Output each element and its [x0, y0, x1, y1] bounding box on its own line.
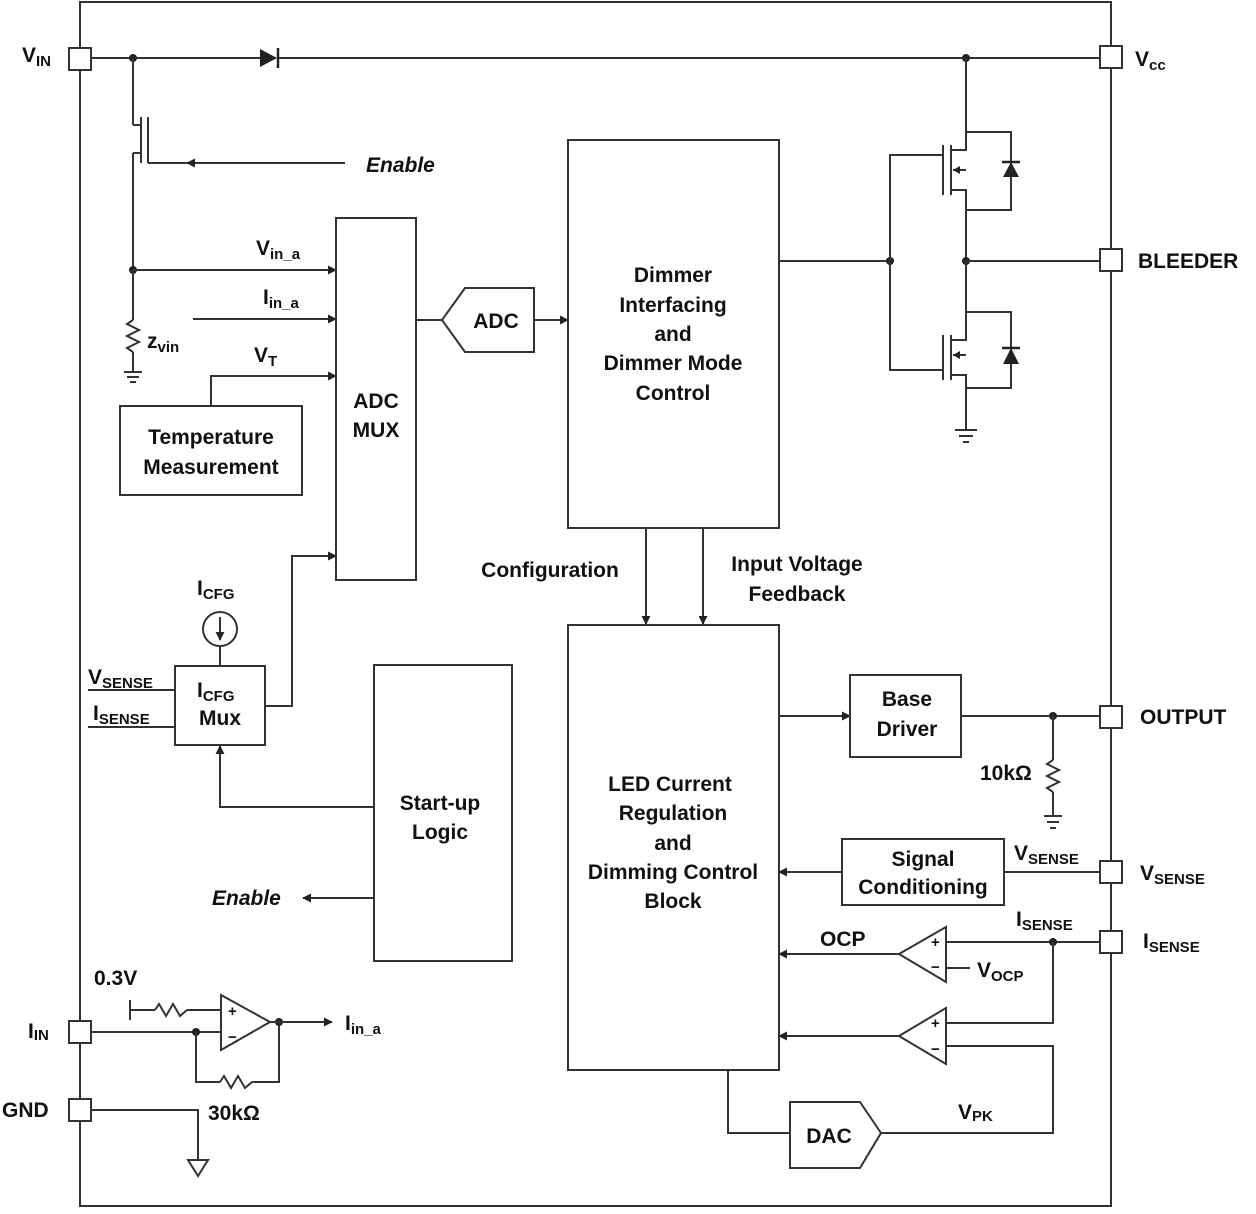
led-label-2: Regulation	[619, 802, 728, 825]
icfg-label: ICFG	[197, 577, 235, 603]
icfg-mux-block	[174, 665, 266, 746]
vt-wire	[210, 371, 337, 406]
enable-label-top: Enable	[366, 154, 435, 177]
pin-vin	[68, 47, 92, 71]
pin-vsense	[1099, 860, 1123, 884]
res-30k-label: 30kΩ	[208, 1102, 260, 1125]
dimmer-label-5: Control	[636, 382, 711, 405]
base-driver-label-1: Base	[882, 688, 932, 711]
isense-in-label: ISENSE	[93, 702, 150, 728]
temperature-label-1: Temperature	[148, 426, 274, 449]
enable-switch-transistor	[132, 58, 345, 270]
signal-conditioning-label-1: Signal	[891, 848, 954, 871]
output-resistor	[961, 712, 1100, 829]
zvin-label: zvin	[147, 330, 179, 356]
startup-to-icfg-wire	[215, 745, 374, 808]
ocp-label: OCP	[820, 928, 866, 951]
peak-comparator: + −	[778, 942, 1054, 1134]
startup-label-1: Start-up	[400, 792, 481, 815]
pin-label-vsense: VSENSE	[1140, 862, 1205, 888]
svg-text:+: +	[228, 1003, 237, 1020]
temperature-measurement-block	[119, 405, 303, 496]
svg-text:−: −	[931, 1041, 940, 1058]
startup-label-2: Logic	[412, 821, 468, 844]
vin-divider	[124, 265, 337, 383]
pin-iin	[68, 1020, 92, 1044]
svg-text:+: +	[931, 934, 940, 951]
pin-bleeder	[1099, 248, 1123, 272]
pin-label-output: OUTPUT	[1140, 706, 1227, 729]
svg-text:+: +	[931, 1015, 940, 1032]
isense-wire-label: ISENSE	[1016, 908, 1073, 934]
signal-conditioning-block	[841, 838, 1005, 906]
led-label-4: Dimming Control	[588, 861, 758, 884]
svg-text:−: −	[931, 959, 940, 976]
input-voltage-feedback-label-1: Input Voltage	[731, 553, 862, 576]
res-10k-label: 10kΩ	[980, 762, 1032, 785]
icfg-to-mux-wire	[265, 551, 337, 707]
icfg-current-source	[202, 611, 238, 666]
dimmer-label-2: Interfacing	[619, 294, 726, 317]
ocp-comparator: + −	[778, 925, 1100, 984]
adc-mux-label-1: ADC	[353, 390, 399, 413]
iin-a-out-label: Iin_a	[345, 1012, 382, 1038]
pin-output	[1099, 705, 1123, 729]
dac-block	[789, 1101, 883, 1169]
led-label-3: and	[654, 832, 691, 855]
temperature-label-2: Measurement	[143, 456, 278, 479]
icfg-mux-label-2: Mux	[199, 707, 241, 730]
bleeder-transistors	[779, 58, 1100, 443]
adc-label: ADC	[473, 310, 519, 333]
pin-vcc	[1099, 45, 1123, 69]
adc-mux-block	[335, 217, 417, 581]
v03-label: 0.3V	[94, 967, 137, 990]
vin-rail	[91, 48, 1100, 68]
led-current-regulation-block	[567, 624, 780, 1071]
pin-label-bleeder: BLEEDER	[1138, 250, 1238, 273]
adc-mux-label-2: MUX	[353, 419, 400, 442]
pin-label-iin: IIN	[28, 1020, 49, 1044]
pin-gnd	[68, 1098, 92, 1122]
startup-logic-block	[373, 664, 513, 962]
vin-a-label: Vin_a	[256, 237, 301, 263]
vsense-wire-label: VSENSE	[1014, 842, 1079, 868]
led-label-5: Block	[644, 890, 702, 913]
chip-outline	[79, 1, 1112, 1207]
vsense-in-label: VSENSE	[88, 666, 153, 692]
base-driver-label-2: Driver	[877, 718, 938, 741]
signal-conditioning-label-2: Conditioning	[858, 876, 987, 899]
dimmer-label-3: and	[654, 323, 691, 346]
vocp-label: VOCP	[977, 959, 1024, 985]
vpk-label: VPK	[958, 1101, 993, 1125]
pin-label-isense: ISENSE	[1143, 930, 1200, 956]
vt-label: VT	[254, 344, 277, 370]
enable-label-bottom: Enable	[212, 887, 281, 910]
svg-text:−: −	[228, 1029, 237, 1046]
pin-isense	[1099, 930, 1123, 954]
gnd-connection	[91, 1109, 210, 1178]
input-voltage-feedback-label-2: Feedback	[749, 583, 846, 606]
configuration-label: Configuration	[481, 559, 619, 582]
pin-label-vin: VIN	[22, 44, 51, 70]
pin-label-gnd: GND	[2, 1099, 49, 1122]
dimmer-label-1: Dimmer	[634, 264, 712, 287]
dac-label: DAC	[806, 1125, 852, 1148]
dimmer-label-4: Dimmer Mode	[604, 352, 743, 375]
pin-label-vcc: Vcc	[1135, 48, 1166, 74]
led-label-1: LED Current	[608, 773, 732, 796]
iin-amplifier: + −	[91, 993, 333, 1090]
iin-a-label: Iin_a	[263, 286, 300, 312]
icfg-mux-label-1: ICFG	[197, 679, 235, 705]
dimmer-interfacing-block	[567, 139, 780, 529]
